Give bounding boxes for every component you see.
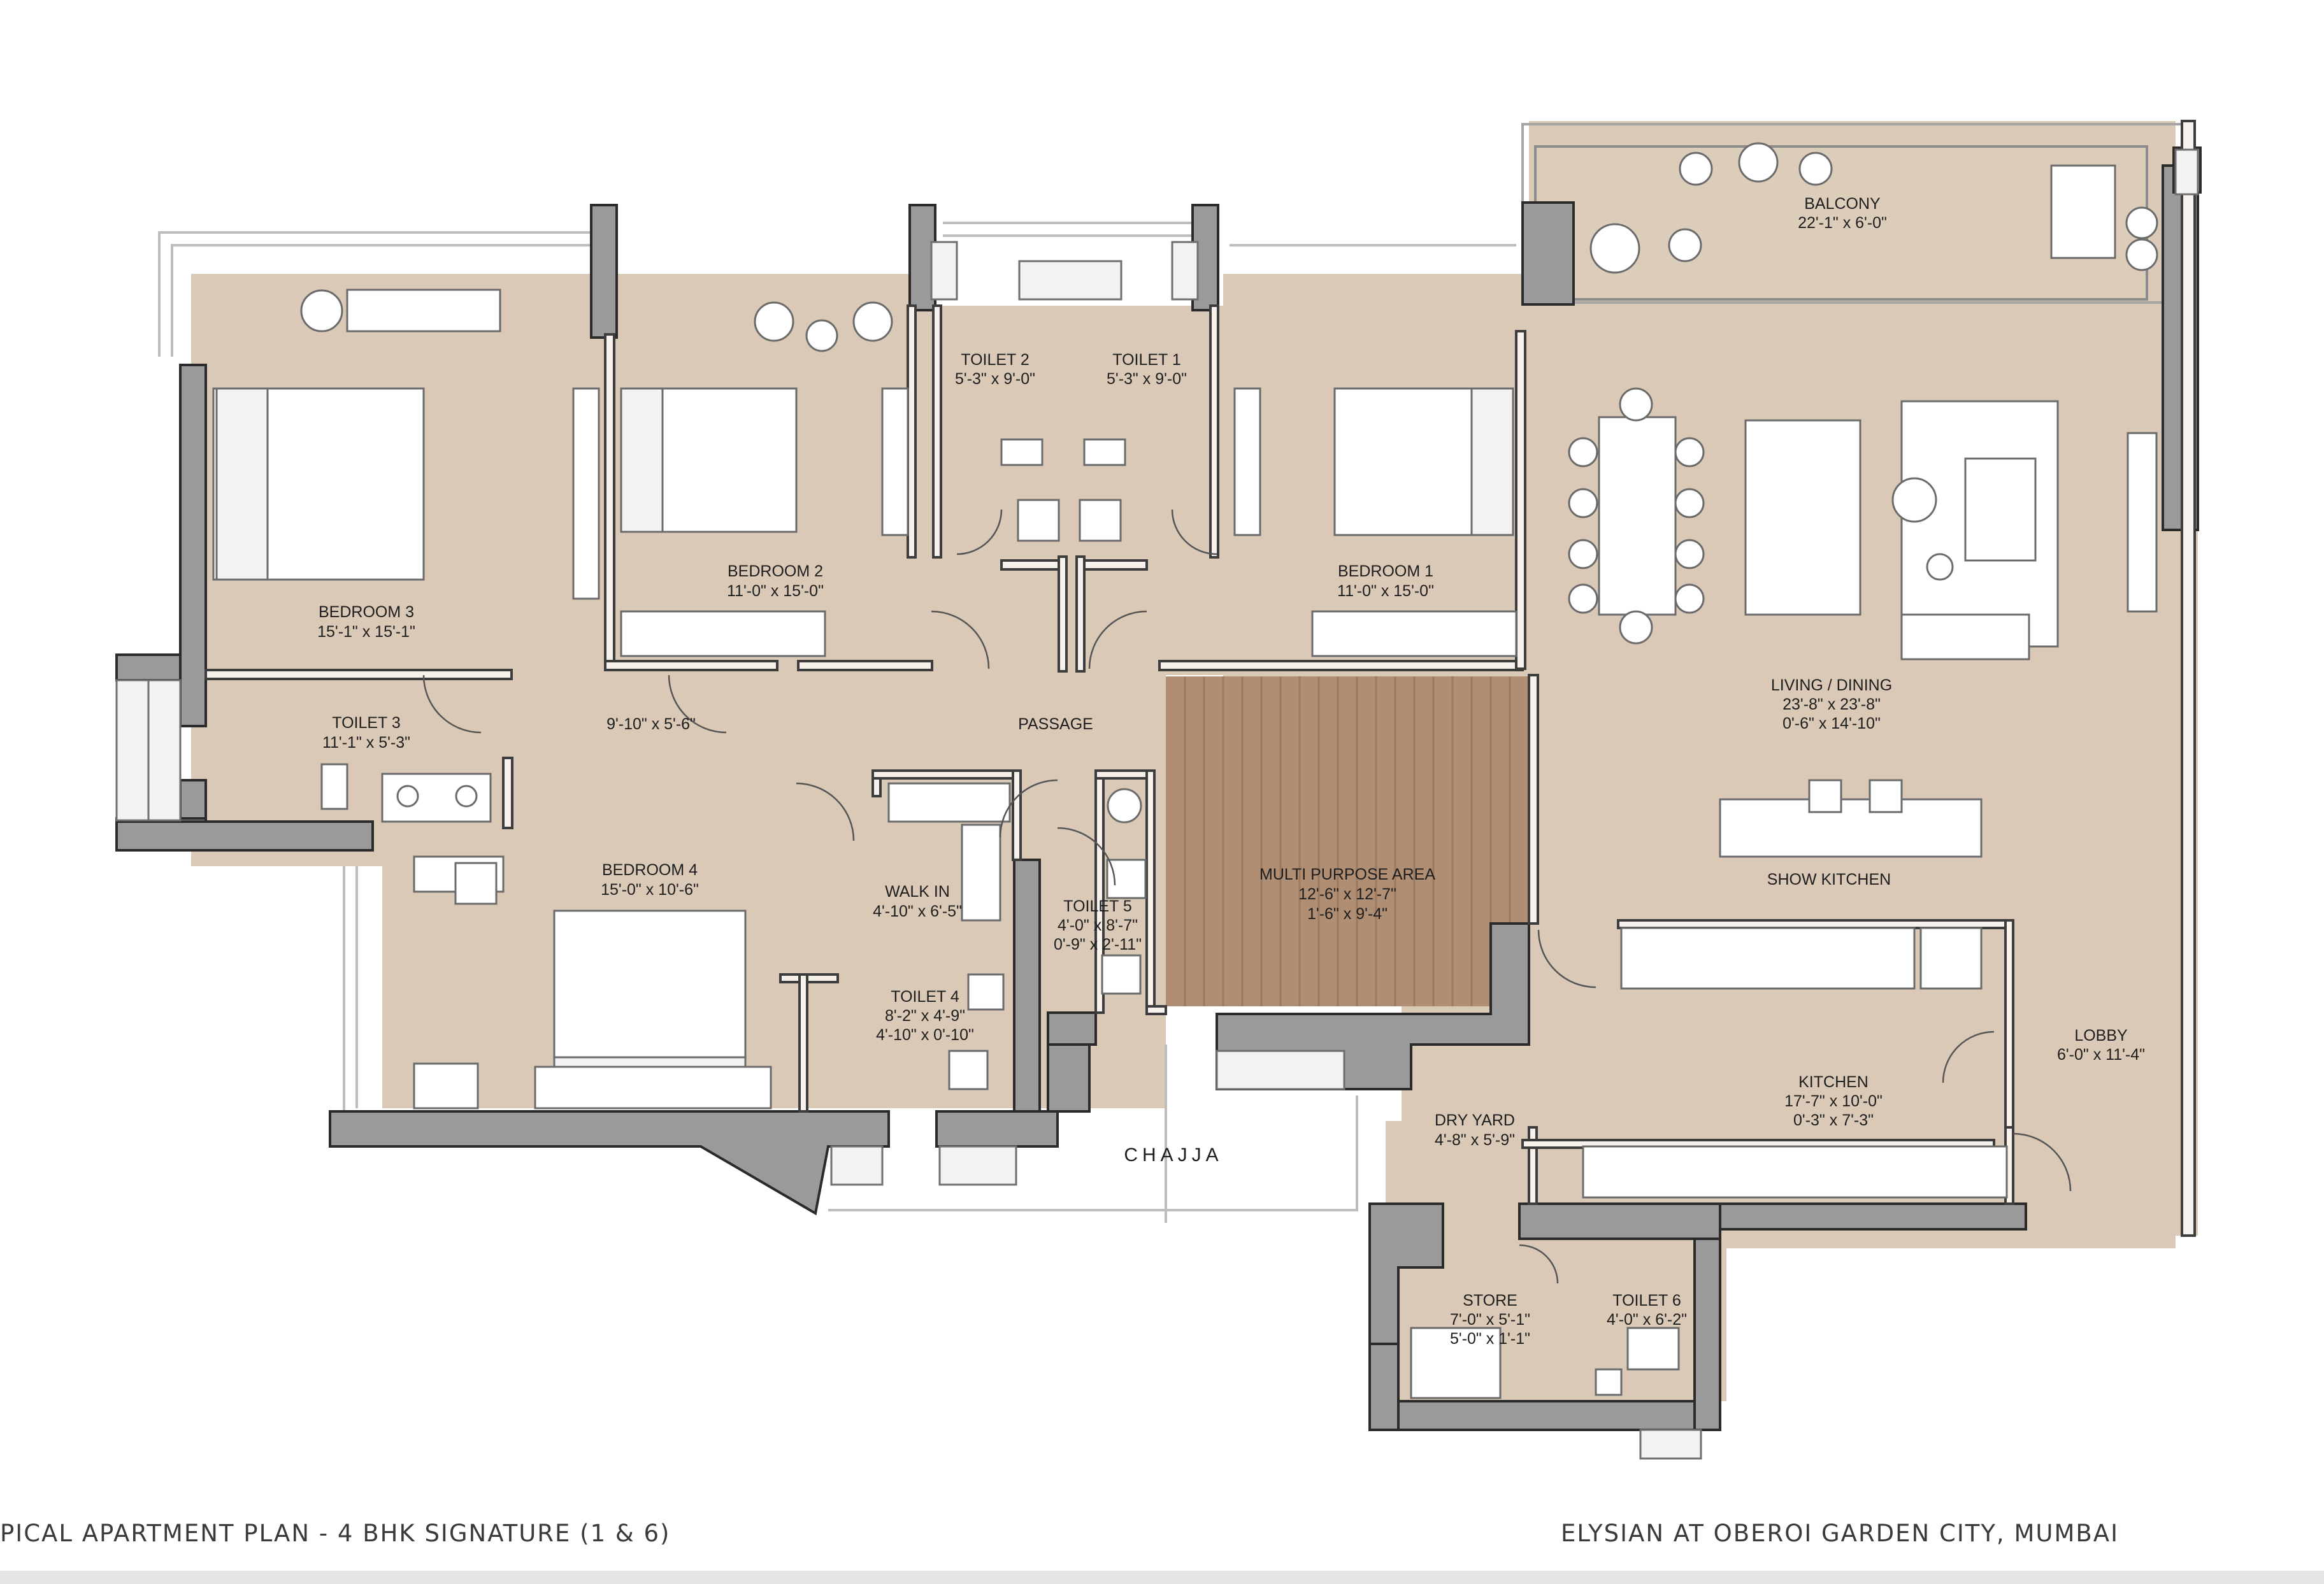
label-passage: PASSAGE xyxy=(1018,715,1093,733)
multipurpose-deck xyxy=(1166,676,1529,1006)
furniture xyxy=(212,142,2158,1399)
outer-outline xyxy=(158,222,1516,1223)
footer-band xyxy=(0,1571,2324,1584)
label-chajja: CHAJJA xyxy=(1124,1145,1223,1166)
caption-project-name: ELYSIAN AT OBEROI GARDEN CITY, MUMBAI xyxy=(1561,1520,2119,1547)
label-dress-area: 9'-10" x 5'-6" xyxy=(606,715,696,733)
windows xyxy=(115,148,2199,1460)
label-show-kitchen: SHOW KITCHEN xyxy=(1767,871,1891,888)
caption-plan-title: PICAL APARTMENT PLAN - 4 BHK SIGNATURE (… xyxy=(0,1520,670,1547)
door-swings xyxy=(422,509,2072,1284)
